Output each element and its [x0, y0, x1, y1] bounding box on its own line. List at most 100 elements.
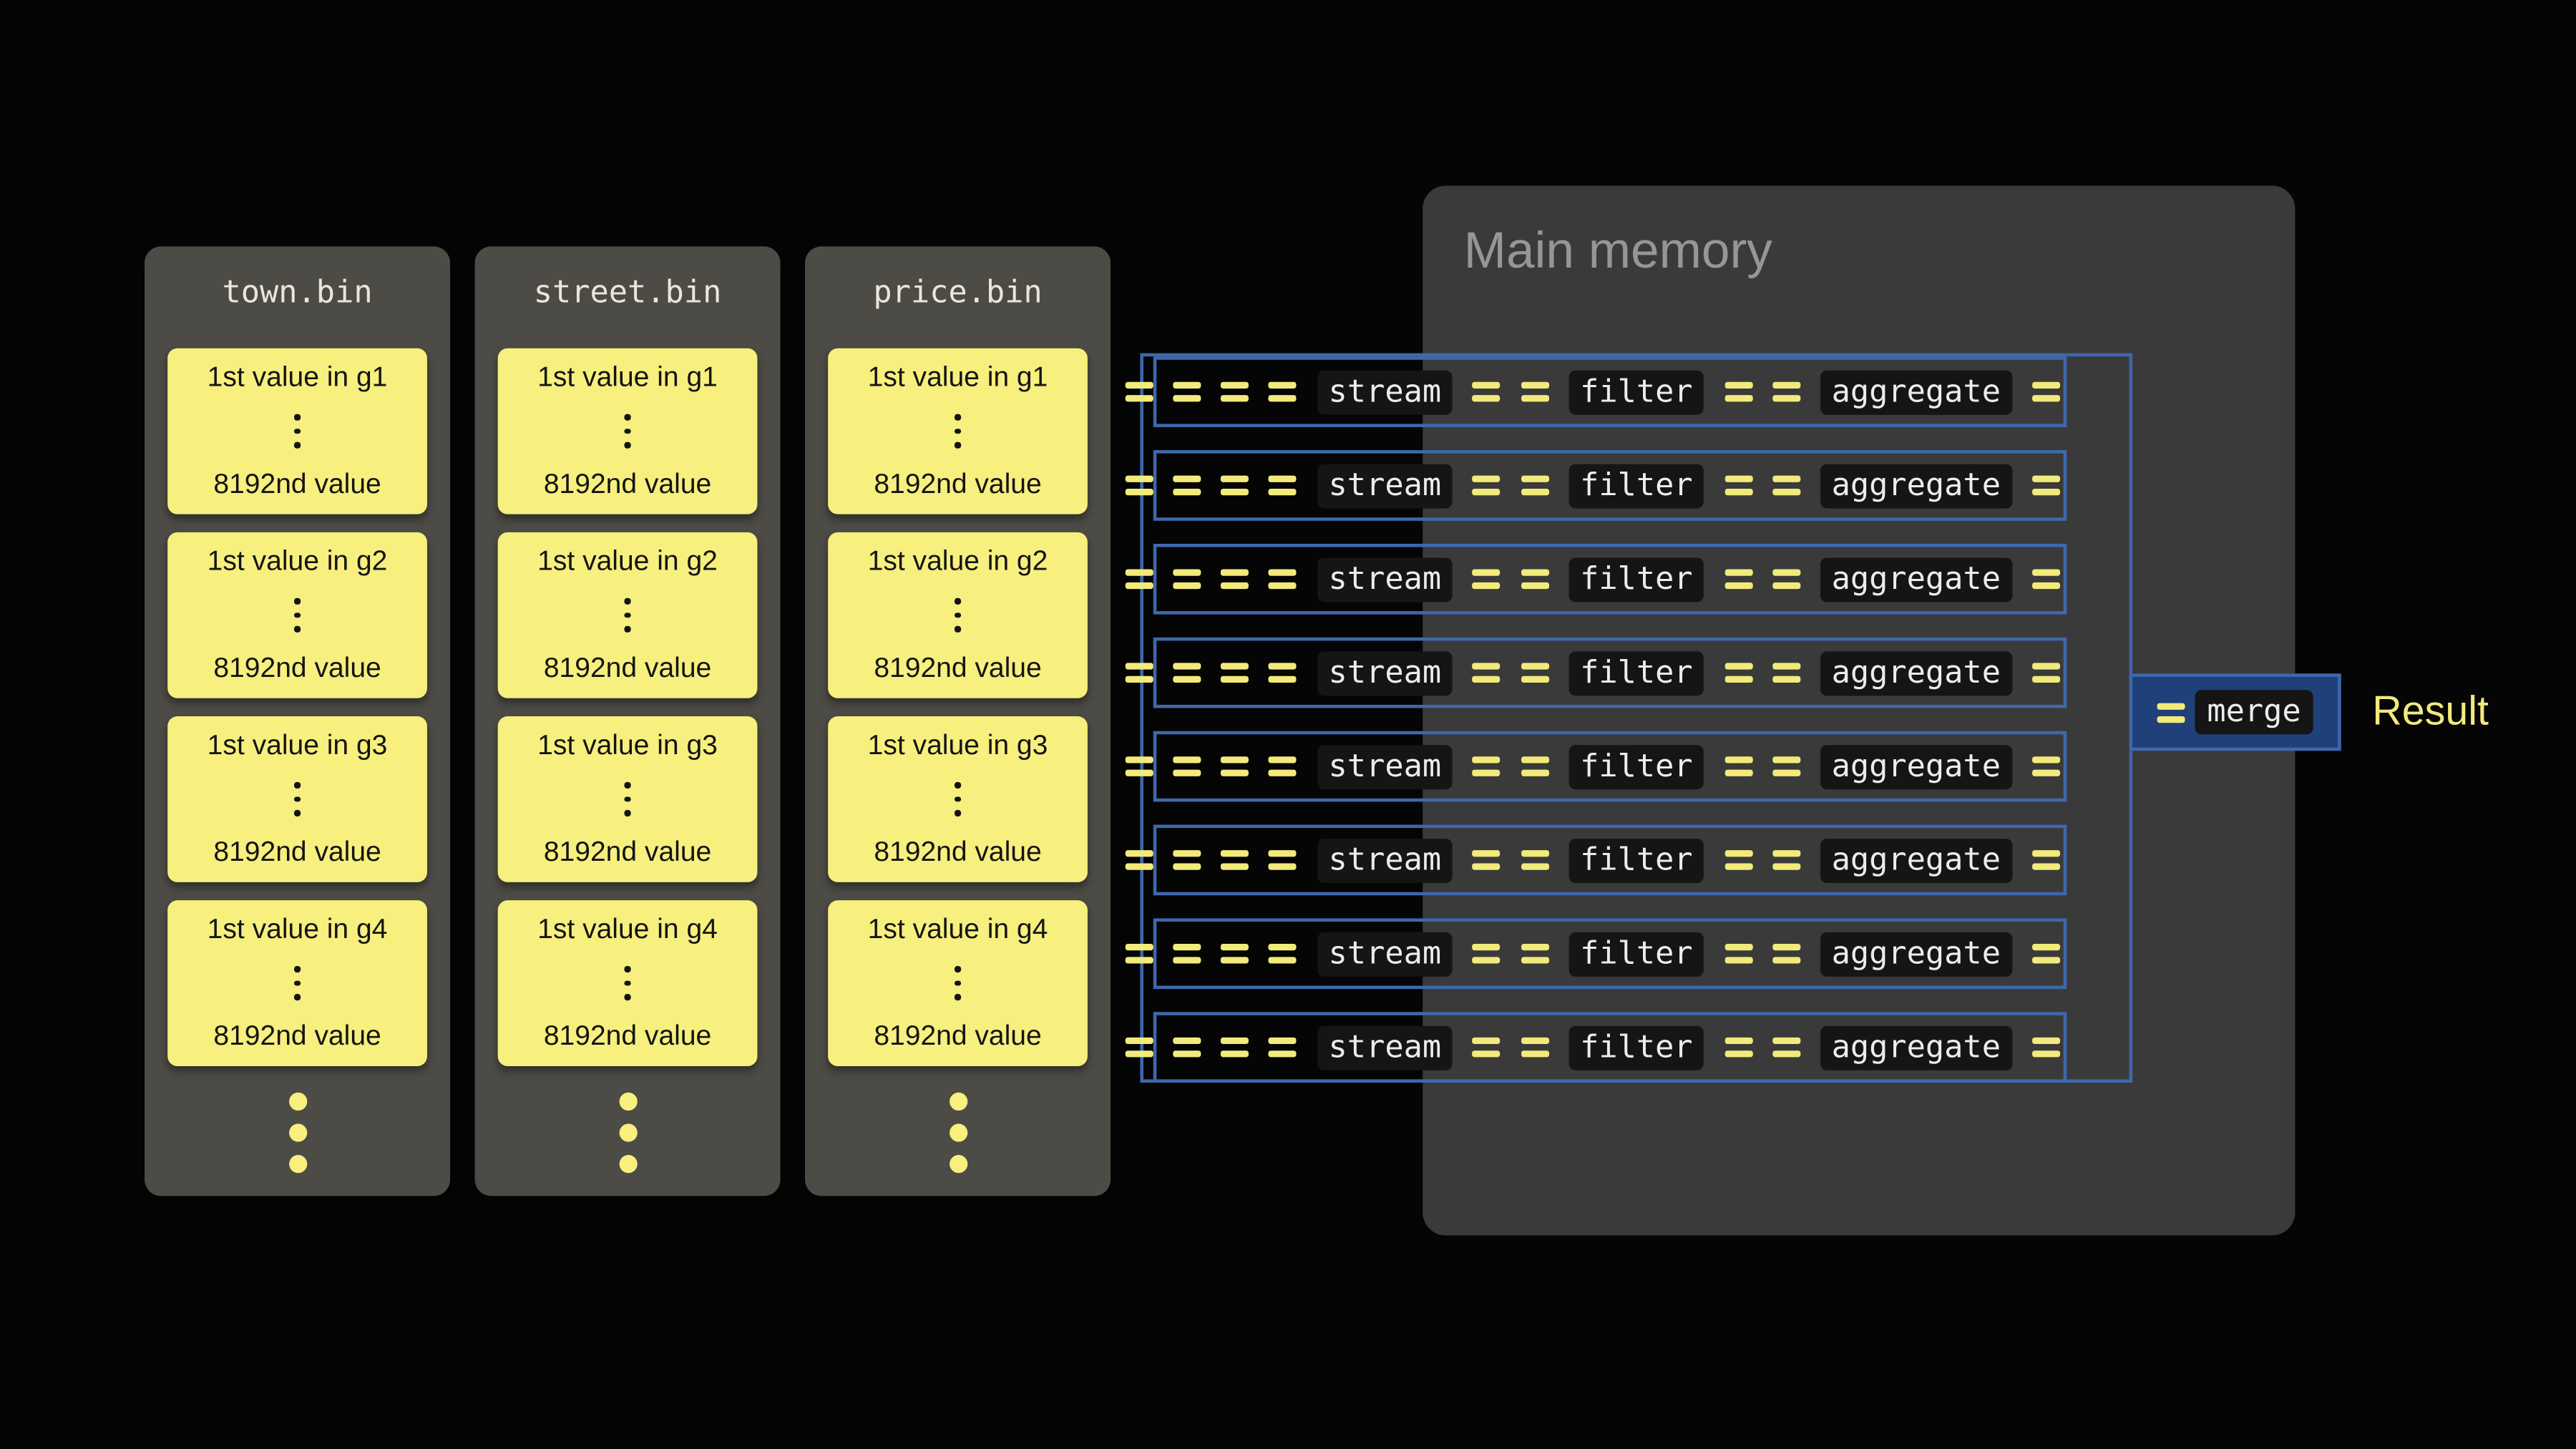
merge-operator: merge: [2195, 690, 2313, 735]
dash-equals-icon: [1521, 382, 1548, 402]
granule-first-value: 1st value in g3: [537, 729, 718, 761]
aggregate-operator: aggregate: [1820, 931, 2013, 976]
granule-ellipsis-icon: [294, 598, 301, 633]
dash-equals-icon: [1772, 1038, 1800, 1058]
dash-equals-icon: [1724, 1038, 1752, 1058]
granule-ellipsis-icon: [955, 782, 961, 816]
granule-last-value: 8192nd value: [543, 652, 712, 684]
filter-operator: filter: [1568, 744, 1704, 789]
granule-last-value: 8192nd value: [213, 836, 381, 868]
granule-first-value: 1st value in g4: [207, 913, 388, 945]
file-title: town.bin: [222, 274, 373, 311]
granule-ellipsis-icon: [625, 782, 631, 816]
granule-first-value: 1st value in g1: [867, 361, 1048, 393]
dash-equals-icon: [1269, 570, 1297, 590]
granule-first-value: 1st value in g4: [867, 913, 1048, 945]
stream-operator: stream: [1317, 557, 1453, 602]
dash-equals-icon: [2032, 850, 2060, 870]
dash-equals-icon: [1772, 663, 1800, 683]
granule-ellipsis-icon: [955, 414, 961, 449]
granule-first-value: 1st value in g2: [537, 545, 718, 577]
filter-operator: filter: [1568, 463, 1704, 508]
ellipsis-dot-icon: [948, 1155, 967, 1174]
dash-equals-icon: [2032, 944, 2060, 964]
aggregate-operator: aggregate: [1820, 744, 2013, 789]
granule-last-value: 8192nd value: [213, 468, 381, 499]
granule-first-value: 1st value in g3: [867, 729, 1048, 761]
dash-equals-icon: [1126, 944, 1153, 964]
aggregate-operator: aggregate: [1820, 557, 2013, 602]
dash-equals-icon: [1174, 944, 1201, 964]
dash-equals-icon: [1521, 570, 1548, 590]
dash-equals-icon: [1269, 850, 1297, 870]
dash-equals-icon: [2032, 382, 2060, 402]
granule-block: 1st value in g4 8192nd value: [167, 900, 427, 1067]
dash-equals-icon: [1126, 663, 1153, 683]
granule-last-value: 8192nd value: [874, 468, 1042, 499]
dash-equals-icon: [1772, 476, 1800, 496]
granule-ellipsis-icon: [294, 782, 301, 816]
granule-block: 1st value in g4 8192nd value: [828, 900, 1088, 1067]
dash-equals-icon: [1126, 756, 1153, 776]
pipeline-lane: stream filter aggregate: [1153, 543, 2067, 615]
granule-ellipsis-icon: [294, 414, 301, 449]
pipeline-outer-frame: stream filter aggregate stream filter aggreg…: [1140, 353, 2133, 1083]
more-granules-ellipsis-icon: [145, 1092, 450, 1174]
granule-first-value: 1st value in g4: [537, 913, 718, 945]
file-panel: town.bin 1st value in g1 8192nd value 1s…: [145, 246, 451, 1196]
granule-ellipsis-icon: [294, 966, 301, 1000]
dash-equals-icon: [1126, 570, 1153, 590]
ellipsis-dot-icon: [618, 1155, 637, 1174]
filter-operator: filter: [1568, 557, 1704, 602]
more-granules-ellipsis-icon: [805, 1092, 1111, 1174]
dash-equals-icon: [1473, 663, 1501, 683]
stream-operator: stream: [1317, 369, 1453, 414]
aggregate-operator: aggregate: [1820, 837, 2013, 882]
granule-first-value: 1st value in g2: [207, 545, 388, 577]
granule-last-value: 8192nd value: [543, 468, 712, 499]
lane-row: stream filter aggregate: [1126, 557, 2060, 602]
filter-operator: filter: [1568, 931, 1704, 976]
dash-equals-icon: [1724, 663, 1752, 683]
file-panels-group: town.bin 1st value in g1 8192nd value 1s…: [145, 246, 1111, 1196]
granule-ellipsis-icon: [625, 966, 631, 1000]
granule-block: 1st value in g1 8192nd value: [167, 348, 427, 514]
dash-equals-icon: [1174, 850, 1201, 870]
dash-equals-icon: [1221, 476, 1249, 496]
dash-equals-icon: [1269, 756, 1297, 776]
more-granules-ellipsis-icon: [475, 1092, 781, 1174]
result-label: Result: [2372, 688, 2489, 735]
dash-equals-icon: [1724, 570, 1752, 590]
dash-equals-icon: [1473, 1038, 1501, 1058]
granule-ellipsis-icon: [625, 598, 631, 633]
dash-equals-icon: [1269, 382, 1297, 402]
granule-first-value: 1st value in g1: [207, 361, 388, 393]
aggregate-operator: aggregate: [1820, 1025, 2013, 1070]
granule-blocks: 1st value in g1 8192nd value 1st value i…: [167, 348, 427, 1067]
granule-last-value: 8192nd value: [543, 1020, 712, 1052]
ellipsis-dot-icon: [948, 1123, 967, 1142]
granule-last-value: 8192nd value: [543, 836, 712, 868]
ellipsis-dot-icon: [948, 1092, 967, 1111]
dash-equals-icon: [1473, 476, 1501, 496]
dash-equals-icon: [1473, 944, 1501, 964]
granule-last-value: 8192nd value: [213, 652, 381, 684]
ellipsis-dot-icon: [288, 1123, 307, 1142]
granule-block: 1st value in g2 8192nd value: [828, 532, 1088, 698]
dash-equals-icon: [1126, 850, 1153, 870]
file-title: price.bin: [873, 274, 1043, 311]
granule-last-value: 8192nd value: [213, 1020, 381, 1052]
granule-first-value: 1st value in g2: [867, 545, 1048, 577]
granule-first-value: 1st value in g3: [207, 729, 388, 761]
file-panel: price.bin 1st value in g1 8192nd value 1…: [805, 246, 1111, 1196]
dash-equals-icon: [1473, 850, 1501, 870]
